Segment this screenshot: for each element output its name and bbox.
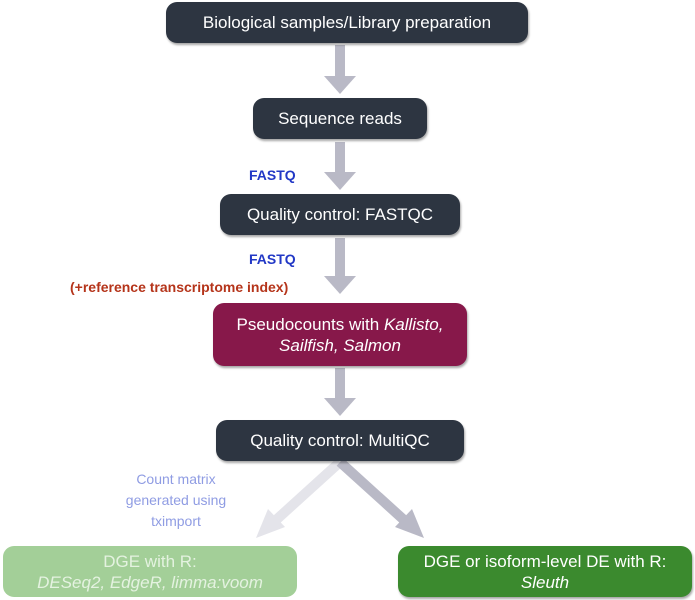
arrow-samples-to-reads [324, 45, 356, 94]
dge-with-r-line1: DGE with R: [103, 551, 197, 571]
pseudocounts-line2: Sailfish, Salmon [279, 335, 401, 355]
arrow-multiqc-to-dge-faded [256, 458, 344, 538]
quality-control-fastqc-label: Quality control: FASTQC [246, 205, 434, 224]
samples-label: Biological samples/Library preparation [202, 13, 492, 32]
samples-node: Biological samples/Library preparation [166, 2, 528, 43]
sequence-reads-node: Sequence reads [253, 98, 427, 139]
quality-control-multiqc-node: Quality control: MultiQC [216, 420, 464, 461]
sequence-reads-label: Sequence reads [278, 109, 402, 128]
arrow-reads-to-fastqc [324, 142, 356, 190]
isoform-de-line2: Sleuth [520, 572, 570, 592]
arrow-fastqc-to-pseudocounts [324, 238, 356, 294]
isoform-de-line1: DGE or isoform-level DE with R: [423, 551, 667, 571]
count-matrix-label: Count matrix generated using tximport [125, 471, 227, 529]
fastq-label-1: FASTQ [249, 167, 296, 183]
quality-control-multiqc-label: Quality control: MultiQC [250, 431, 430, 450]
arrow-pseudocounts-to-multiqc [324, 368, 356, 416]
reference-index-label: (+reference transcriptome index) [70, 279, 289, 295]
dge-with-r-line2: DESeq2, EdgeR, limma:voom [37, 572, 263, 592]
quality-control-fastqc-node: Quality control: FASTQC [220, 194, 460, 235]
arrow-multiqc-to-sleuth [336, 458, 424, 538]
pseudocounts-line1: Pseudocounts with Kallisto, [236, 314, 444, 334]
dge-with-r-node: DGE with R: DESeq2, EdgeR, limma:voom [3, 546, 297, 597]
isoform-de-sleuth-node: DGE or isoform-level DE with R: Sleuth [398, 546, 692, 597]
pseudocounts-node: Pseudocounts with Kallisto, Sailfish, Sa… [213, 303, 467, 366]
fastq-label-2: FASTQ [249, 251, 296, 267]
